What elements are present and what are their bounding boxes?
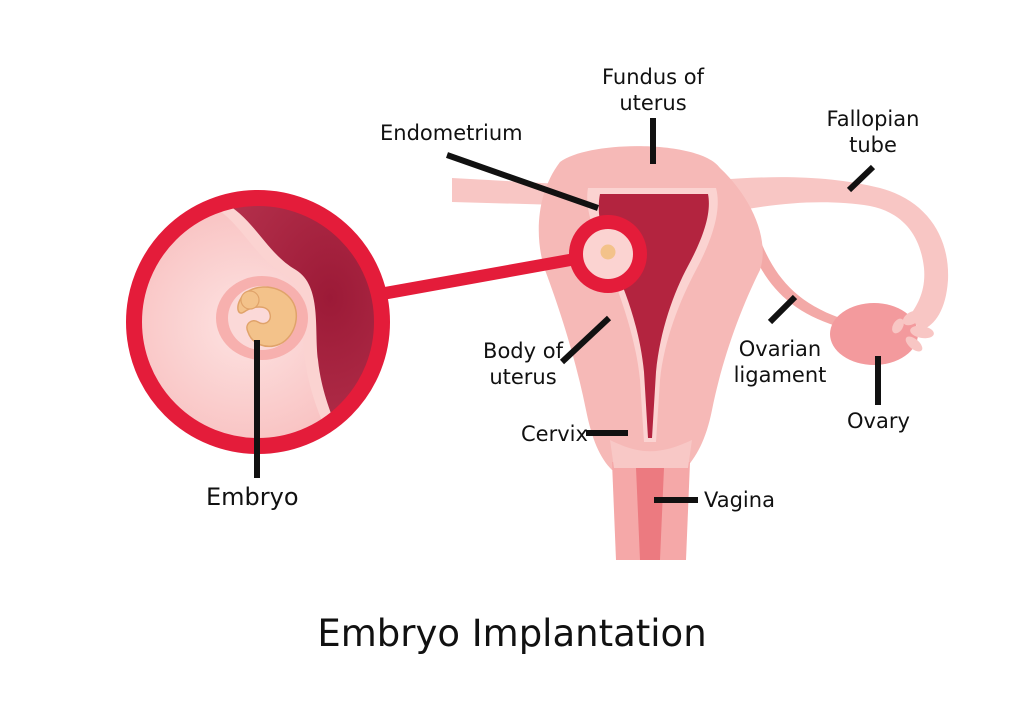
cervix-shape	[610, 440, 692, 468]
line-ovarian-ligament	[767, 294, 798, 325]
label-vagina: Vagina	[704, 488, 775, 512]
vagina-canal	[636, 468, 664, 560]
label-body-of-uterus: Body of uterus	[483, 339, 563, 389]
label-fallopian-tube: Fallopian tube	[826, 107, 920, 157]
implantation-site-embryo	[597, 241, 619, 263]
label-ovarian-ligament: Ovarian ligament	[733, 337, 827, 387]
zoom-connector	[368, 252, 582, 302]
label-embryo: Embryo	[206, 483, 299, 511]
line-fallopian	[846, 164, 876, 193]
fimbriae	[892, 310, 934, 352]
label-ovary: Ovary	[847, 409, 910, 433]
line-endometrium	[446, 152, 599, 211]
line-body	[559, 315, 612, 365]
label-cervix: Cervix	[521, 422, 588, 446]
label-endometrium: Endometrium	[380, 121, 523, 145]
label-fundus: Fundus of uterus	[601, 65, 705, 115]
ovary-shape	[830, 303, 918, 365]
diagram-title: Embryo Implantation	[317, 612, 707, 655]
leader-lines	[254, 118, 881, 503]
